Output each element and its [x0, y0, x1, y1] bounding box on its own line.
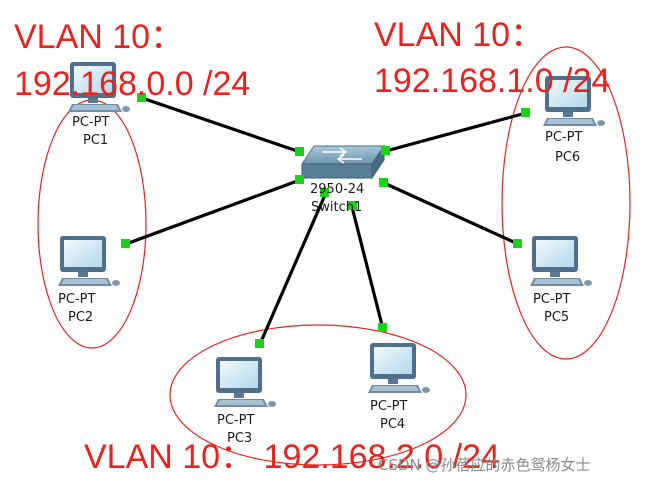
- desktop-pc-icon[interactable]: [368, 343, 430, 393]
- pc3-node[interactable]: PC-PT PC3: [214, 357, 276, 446]
- pc6-type-label: PC-PT: [545, 130, 582, 145]
- pc1-type-label: PC-PT: [72, 115, 109, 130]
- desktop-pc-icon[interactable]: [530, 236, 592, 286]
- left-vlan-subnet: 192.168.0.0 /24: [14, 65, 250, 103]
- pc4-node[interactable]: PC-PT PC4: [368, 343, 430, 432]
- port-led-switch-pc6: [381, 146, 390, 155]
- bottom-vlan-label: VLAN 10： 192.168.2.0 /24: [84, 438, 500, 476]
- port-led-pc6-end: [521, 108, 530, 117]
- pc5-type-label: PC-PT: [533, 292, 570, 307]
- pc4-type-label: PC-PT: [370, 399, 407, 414]
- link-pc4-switch[interactable]: [350, 206, 385, 330]
- port-indicators: [121, 93, 530, 348]
- pc2-name-label: PC2: [68, 310, 93, 325]
- link-pc3-switch[interactable]: [258, 194, 327, 345]
- csdn-watermark: CSDN @孙蓓应的赤色鸳杨女士: [378, 456, 591, 474]
- bottom-vlan-group-outline: [169, 324, 467, 466]
- port-led-switch-pc5: [379, 178, 388, 187]
- switch-name-label: Switch1: [311, 200, 362, 215]
- port-led-pc3-end: [255, 339, 264, 348]
- desktop-pc-icon[interactable]: [214, 357, 276, 407]
- link-pc1-switch[interactable]: [141, 96, 301, 154]
- port-led-pc2-end: [121, 239, 130, 248]
- left-vlan-title: VLAN 10：: [14, 18, 184, 56]
- pc1-node[interactable]: PC-PT PC1: [68, 62, 130, 148]
- pc4-name-label: PC4: [380, 417, 405, 432]
- port-led-pc1-end: [137, 93, 146, 102]
- right-vlan-subnet: 192.168.1.0 /24: [374, 62, 610, 100]
- pc5-name-label: PC5: [544, 310, 569, 325]
- link-pc6-switch[interactable]: [385, 111, 527, 153]
- pc6-name-label: PC6: [555, 150, 580, 165]
- pc2-node[interactable]: PC-PT PC2: [58, 236, 120, 325]
- switch-model-label: 2950-24: [310, 182, 364, 197]
- link-pc5-switch[interactable]: [383, 181, 519, 246]
- desktop-pc-icon[interactable]: [58, 236, 120, 286]
- port-led-switch-pc1: [295, 147, 304, 156]
- port-led-switch-pc3: [320, 188, 329, 197]
- right-vlan-group-outline: [501, 46, 631, 360]
- pc3-type-label: PC-PT: [217, 413, 254, 428]
- pc5-node[interactable]: PC-PT PC5: [530, 236, 592, 325]
- right-vlan-title: VLAN 10：: [374, 16, 544, 54]
- port-led-switch-pc4: [348, 201, 357, 210]
- pc3-name-label: PC3: [227, 431, 252, 446]
- port-led-switch-pc2: [295, 175, 304, 184]
- pc2-type-label: PC-PT: [58, 292, 95, 307]
- pc1-name-label: PC1: [83, 133, 108, 148]
- port-led-pc5-end: [513, 239, 522, 248]
- link-pc2-switch[interactable]: [125, 178, 301, 246]
- switch-icon[interactable]: [301, 144, 385, 180]
- port-led-pc4-end: [378, 323, 387, 332]
- pc6-node[interactable]: PC-PT PC6: [543, 76, 605, 165]
